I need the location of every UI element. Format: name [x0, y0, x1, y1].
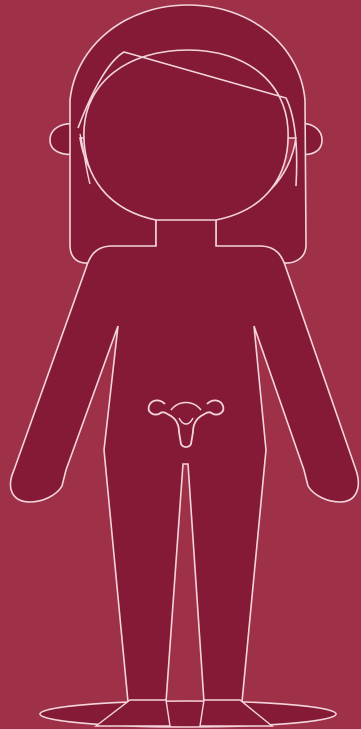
ground-shadow — [40, 701, 336, 727]
face — [84, 50, 288, 220]
